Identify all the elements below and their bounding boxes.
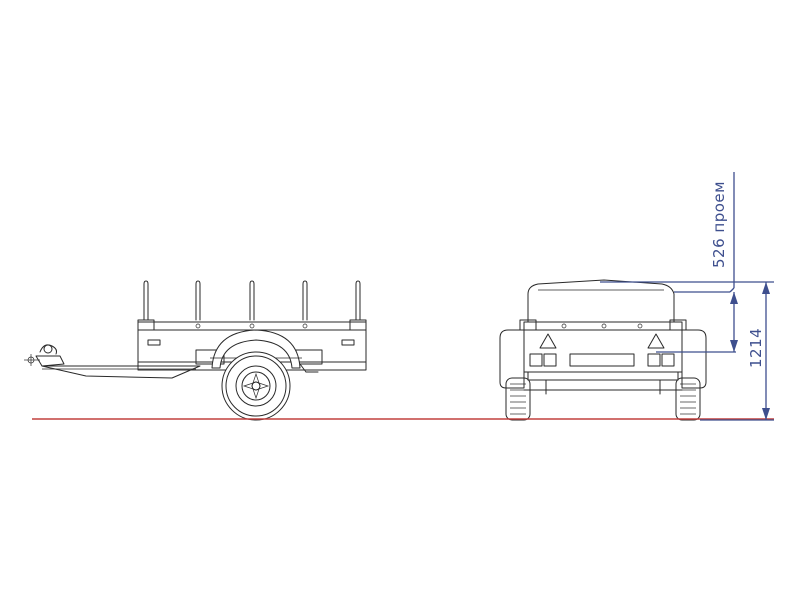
tent-bows [143,280,361,321]
drawbar [24,344,201,379]
side-view [24,280,367,421]
dimension-annotations [600,172,774,421]
rear-tyre-right [675,377,701,421]
side-wheel [221,351,291,421]
rear-body [519,319,687,395]
dimension-label-opening: 526 проем [710,181,728,268]
rear-tyre-left [505,377,531,421]
rear-tent [527,279,675,323]
dimension-label-overall-height: 1214 [747,328,765,368]
rear-view [499,279,707,421]
